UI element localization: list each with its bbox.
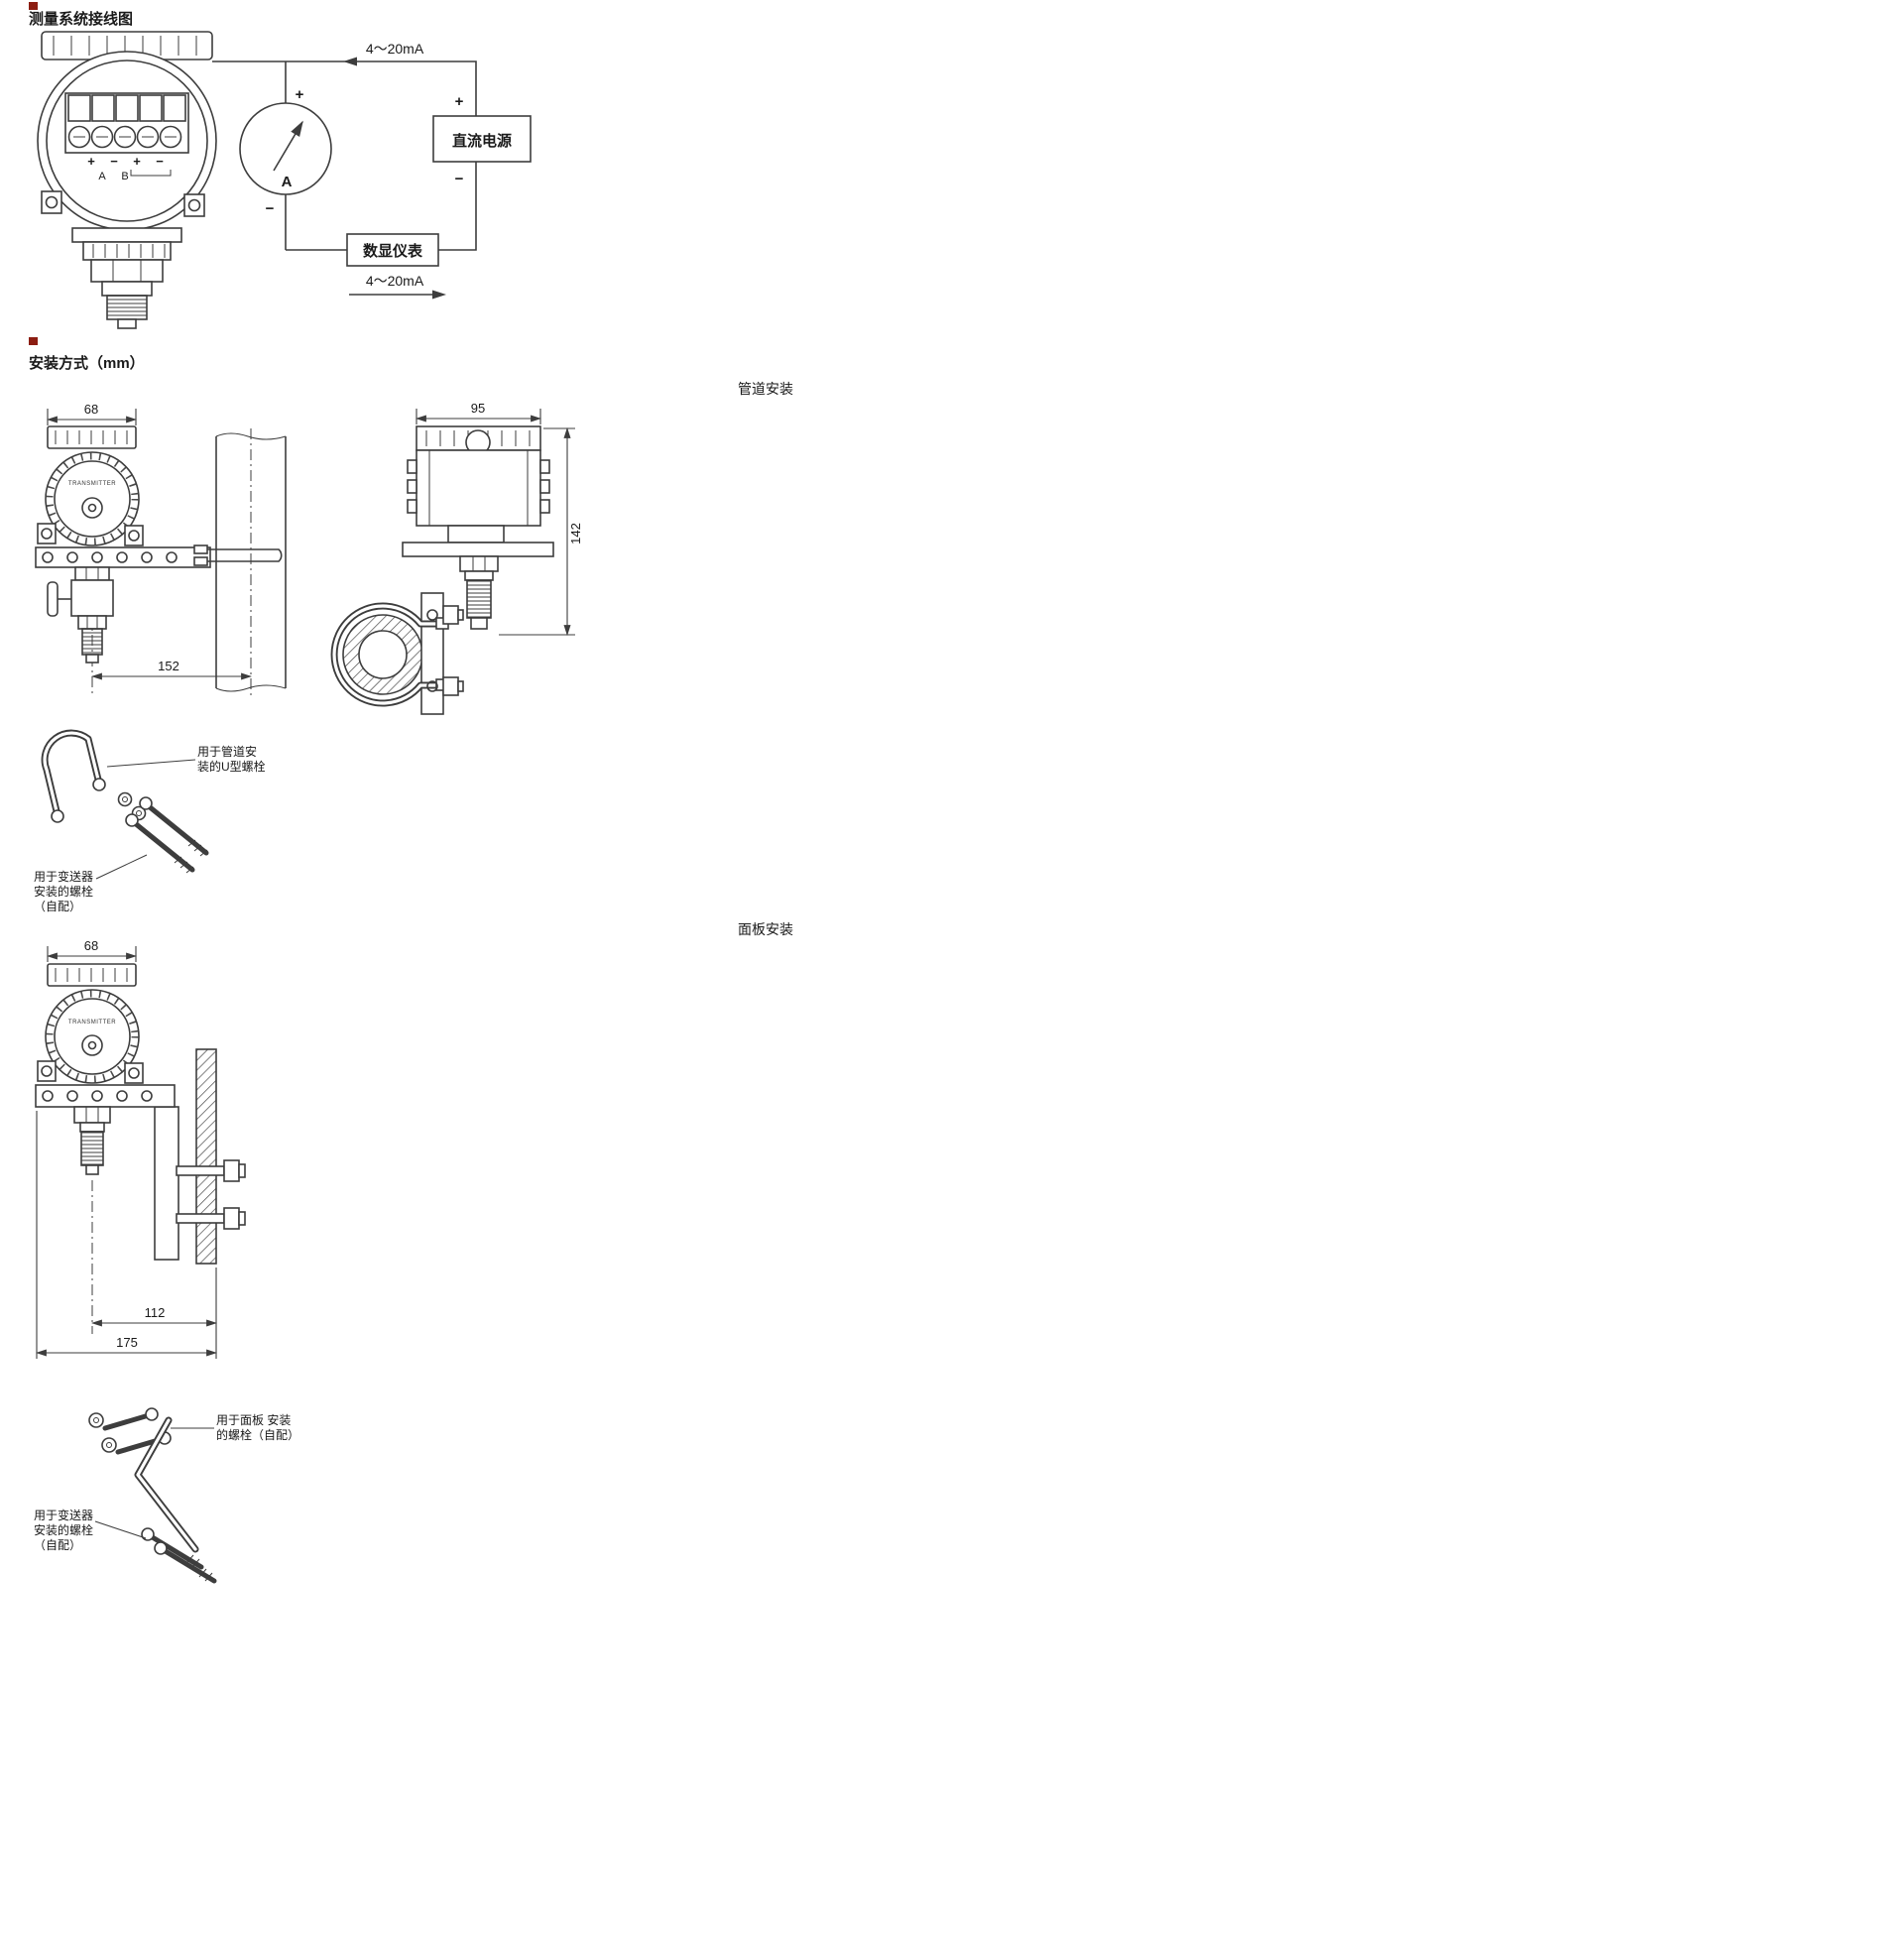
transmitter-nameplate: TRANSMITTER <box>68 1020 116 1026</box>
signal-label-bottom: 4～20mA <box>366 273 424 289</box>
dim-112: 112 <box>145 1305 166 1320</box>
dim-175: 175 <box>116 1335 138 1350</box>
dim-68-panel: 68 <box>84 938 98 953</box>
signal-label-top: 4～20mA <box>366 41 424 57</box>
ammeter-letter: A <box>282 174 293 190</box>
panel-bolts-label-line1: 用于面板 安装 <box>216 1412 291 1427</box>
pipe-mount-side-view: 95 142 <box>330 401 583 715</box>
wiring-title: 测量系统接线图 <box>29 10 133 28</box>
panel-trans-bolts-label-line3: （自配） <box>34 1538 81 1552</box>
dc-plus: + <box>455 93 464 110</box>
dim-95: 95 <box>471 401 485 416</box>
terminal-minus-1: − <box>110 154 118 169</box>
dim-152: 152 <box>158 659 179 673</box>
dim-68: 68 <box>84 402 98 417</box>
transmitter-nameplate: TRANSMITTER <box>68 481 116 487</box>
pipe-mount-label: 管道安装 <box>738 381 793 397</box>
terminal-minus-2: − <box>156 154 164 169</box>
terminal-b-label: B <box>121 171 128 182</box>
dc-power-label: 直流电源 <box>452 132 512 150</box>
display-label: 数显仪表 <box>363 242 423 260</box>
current-arrow-left-icon <box>343 57 357 66</box>
panel-trans-bolts-label-line2: 安装的螺栓 <box>34 1522 93 1537</box>
dc-power-box: + 直流电源 − <box>432 93 532 187</box>
wiring-diagram: 测量系统接线图 + − + − A B <box>29 2 532 329</box>
pipe-bolts-label-line3: （自配） <box>34 900 81 913</box>
panel-bolts-label-line2: 的螺栓（自配） <box>216 1427 299 1442</box>
pipe-mount-hardware: 用于管道安 装的U型螺栓 用于变送器 安装的螺栓 （自配） <box>34 729 266 913</box>
terminal-plus-1: + <box>87 154 95 169</box>
loop-wires: 4～20mA <box>212 41 477 251</box>
display-box: 数显仪表 4～20mA <box>346 233 446 300</box>
panel-mount-view: 68 TRANSMITTER 112 175 <box>35 938 246 1359</box>
ammeter: + A − <box>239 86 332 217</box>
section-bullet-icon <box>29 337 38 345</box>
pipe-bolts-label-line2: 安装的螺栓 <box>34 884 93 899</box>
transmitter-drawing: + − + − A B <box>37 31 217 329</box>
ubolt-label-line1: 用于管道安 <box>197 744 257 759</box>
ammeter-plus: + <box>296 86 304 103</box>
installation-section: 安装方式（mm） 管道安装 面板安装 68 TRANSMITTER <box>29 337 793 1584</box>
ubolt-label-line2: 装的U型螺栓 <box>197 759 266 774</box>
panel-trans-bolts-label-line1: 用于变送器 <box>34 1508 93 1522</box>
dc-minus: − <box>455 171 464 187</box>
panel-mount-hardware: 用于面板 安装 的螺栓（自配） 用于变送器 安装的螺栓 （自配） <box>34 1407 299 1584</box>
panel-mount-label: 面板安装 <box>738 921 793 937</box>
current-arrow-right-icon <box>432 290 446 300</box>
install-title: 安装方式（mm） <box>29 354 145 372</box>
pipe-mount-front-view: 68 TRANSMITTER <box>35 402 287 696</box>
pipe-bolts-label-line1: 用于变送器 <box>34 869 93 884</box>
dim-142: 142 <box>568 523 583 544</box>
section-bullet-icon <box>29 2 38 10</box>
ammeter-minus: − <box>266 200 275 217</box>
terminal-a-label: A <box>98 171 106 182</box>
terminal-plus-2: + <box>133 154 141 169</box>
